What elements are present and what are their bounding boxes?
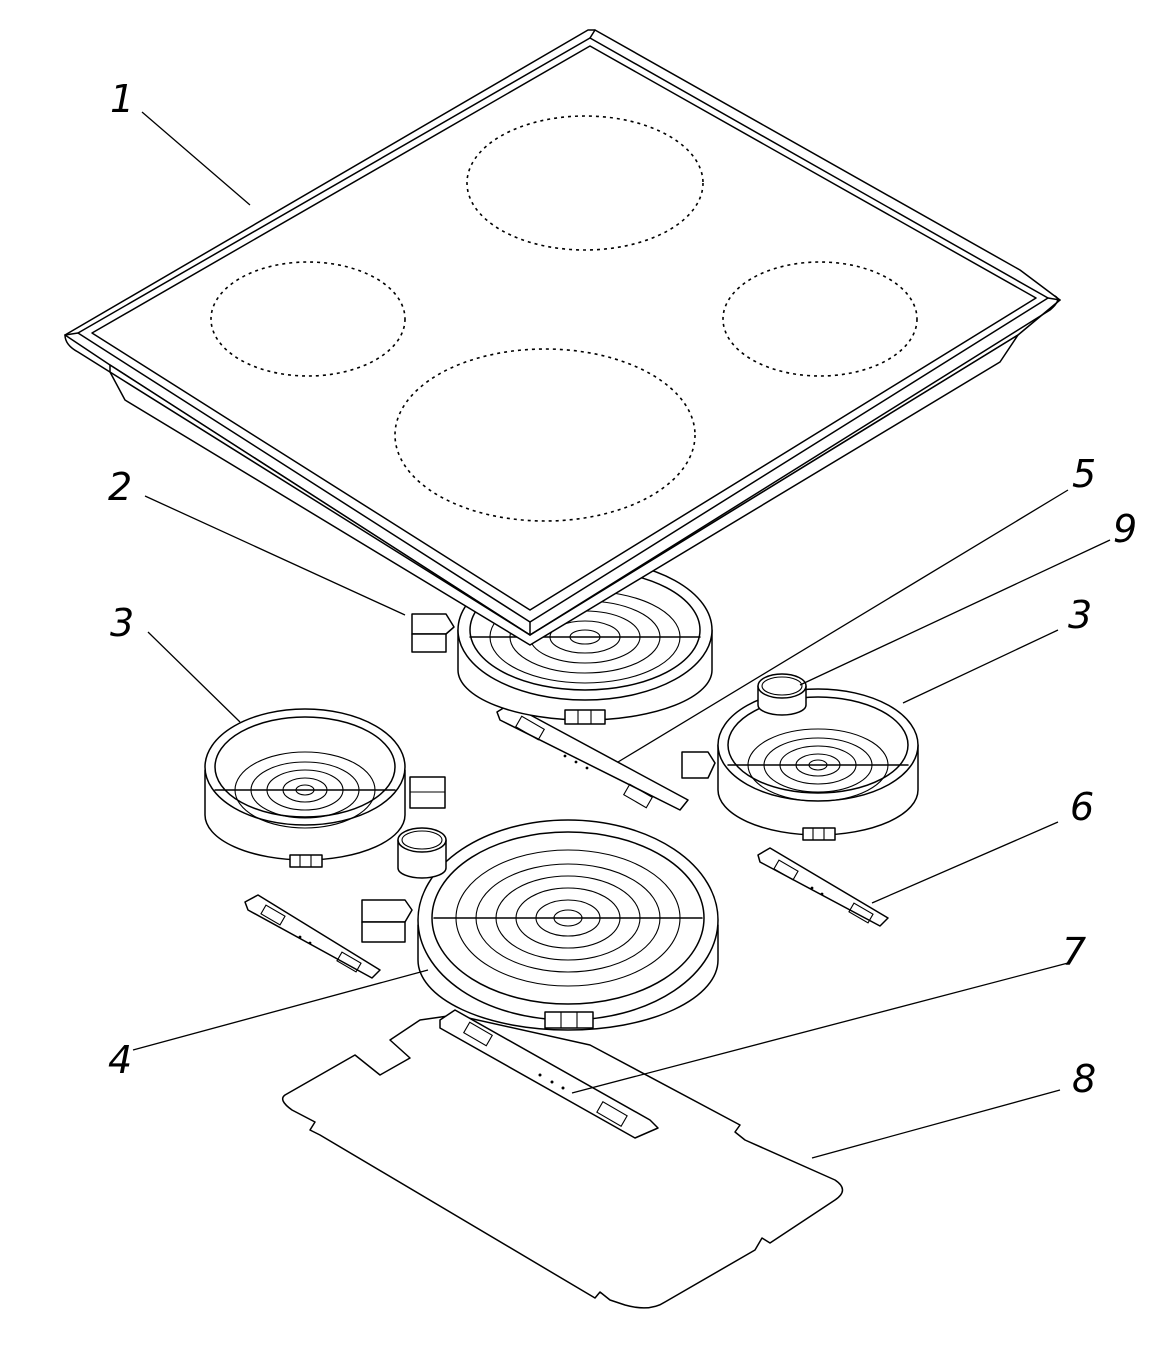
callout-4: 4 xyxy=(108,1038,132,1082)
part-3-right-terminal-block xyxy=(681,751,716,779)
part-7-bracket xyxy=(439,1009,659,1139)
callout-1: 1 xyxy=(110,77,134,121)
part-3-left-terminal-block xyxy=(409,776,446,809)
callout-5: 5 xyxy=(1072,452,1096,496)
callout-2: 2 xyxy=(108,465,132,509)
cooking-zone-rear xyxy=(466,115,704,251)
callout-3-right: 3 xyxy=(1068,593,1092,637)
part-8-bottom-plate xyxy=(281,1014,844,1309)
part-4-terminal-block xyxy=(361,899,413,943)
part-2-terminal-block xyxy=(411,613,455,653)
part-3-right-element xyxy=(717,688,919,841)
cooking-zone-right xyxy=(722,261,918,377)
leader-lines xyxy=(132,111,1111,1159)
callout-labels: 1 2 3 3 4 5 6 7 8 9 xyxy=(108,77,1137,1101)
callout-7: 7 xyxy=(1062,930,1086,974)
callout-6: 6 xyxy=(1070,785,1094,829)
part-1-cooktop-glass xyxy=(64,29,1061,646)
callout-9: 9 xyxy=(1113,507,1137,551)
sensor-cup-left xyxy=(397,827,447,879)
callout-8: 8 xyxy=(1072,1057,1096,1101)
part-4-large-element xyxy=(417,819,719,1031)
cooking-zone-markings xyxy=(210,115,918,522)
part-6-bracket-right xyxy=(757,847,889,927)
part-3-left-element xyxy=(204,708,406,868)
part-9-sensor-cup xyxy=(757,673,807,716)
callout-3-left: 3 xyxy=(110,601,134,645)
cooking-zone-left xyxy=(210,261,406,377)
cooking-zone-front xyxy=(394,348,696,522)
part-6-bracket-left xyxy=(244,894,381,979)
